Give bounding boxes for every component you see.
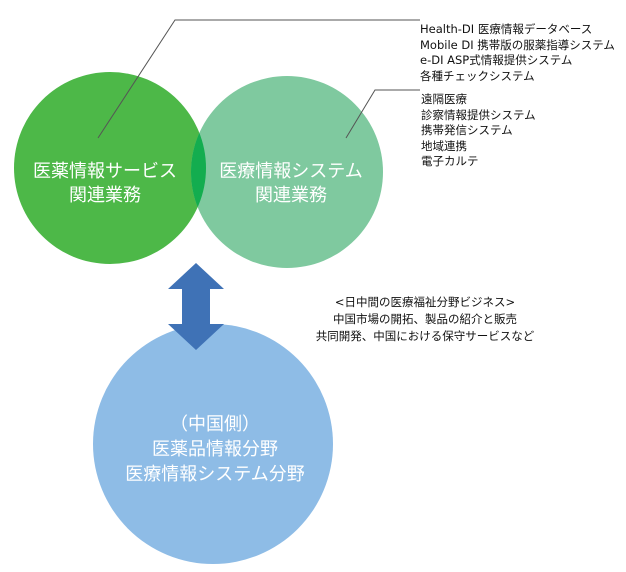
- business-description: <日中間の医療福祉分野ビジネス> 中国市場の開拓、製品の紹介と販売 共同開発、中…: [290, 294, 560, 345]
- bidirectional-arrow-icon: [168, 263, 224, 350]
- medical-info-system-circle: [191, 76, 383, 268]
- right-circle-label-line: 医療情報システム: [219, 161, 363, 182]
- list-item: 地域連携: [421, 138, 467, 153]
- china-circle-label: （中国側） 医薬品情報分野 医療情報システム分野: [95, 412, 335, 487]
- china-circle-label-line: 医薬品情報分野: [152, 439, 278, 460]
- service-products-list: Health-DI 医療情報データベース Mobile DI 携帯版の服薬指導シ…: [420, 22, 615, 84]
- business-description-line: 共同開発、中国における保守サービスなど: [315, 329, 535, 343]
- medical-info-service-circle: [14, 72, 206, 264]
- list-item: Health-DI 医療情報データベース: [420, 22, 593, 36]
- list-item: Mobile DI 携帯版の服薬指導システム: [420, 37, 615, 52]
- leader-line-top: [97, 19, 420, 139]
- leader-line-middle: [345, 89, 420, 139]
- china-side-circle: [93, 324, 333, 564]
- china-circle-label-line: （中国側）: [170, 414, 260, 435]
- business-description-line: <日中間の医療福祉分野ビジネス>: [334, 295, 516, 309]
- list-item: 携帯発信システム: [421, 123, 513, 137]
- left-circle-label: 医薬情報サービス 関連業務: [10, 160, 200, 208]
- china-circle-label-line: 医療情報システム分野: [125, 464, 305, 485]
- right-circle-label-line: 関連業務: [255, 185, 327, 206]
- list-item: 電子カルテ: [421, 154, 479, 168]
- right-circle-label: 医療情報システム 関連業務: [196, 160, 386, 208]
- list-item: 各種チェックシステム: [420, 68, 535, 83]
- business-description-line: 中国市場の開拓、製品の紹介と販売: [333, 312, 517, 326]
- list-item: 遠隔医療: [421, 92, 467, 106]
- system-products-list: 遠隔医療 診察情報提供システム 携帯発信システム 地域連携 電子カルテ: [421, 92, 536, 170]
- list-item: 診察情報提供システム: [421, 107, 536, 122]
- left-circle-label-line: 医薬情報サービス: [33, 161, 177, 182]
- list-item: e-DI ASP式情報提供システム: [420, 53, 573, 67]
- left-circle-label-line: 関連業務: [69, 185, 141, 206]
